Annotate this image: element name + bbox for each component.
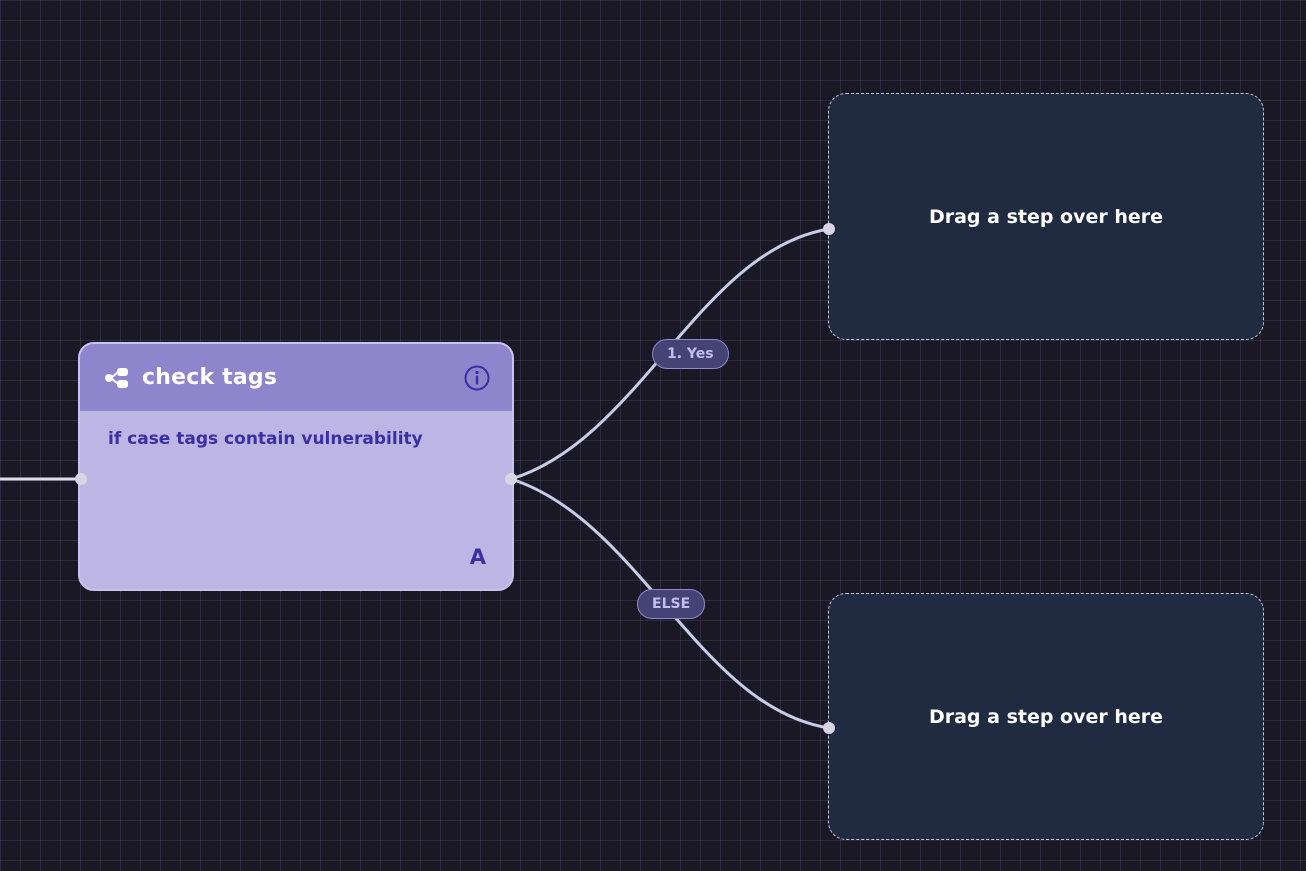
node-title: check tags [142, 365, 278, 390]
node-output-handle[interactable] [505, 473, 517, 485]
dropzone-else[interactable]: Drag a step over here [828, 593, 1264, 840]
node-tag: A [469, 545, 486, 569]
info-icon[interactable] [464, 365, 490, 391]
dropzone-yes[interactable]: Drag a step over here [828, 93, 1264, 340]
node-header[interactable]: check tags [80, 344, 512, 411]
edge-label-yes[interactable]: 1. Yes [652, 339, 729, 369]
dropzone-text: Drag a step over here [928, 705, 1164, 728]
edge-label-else[interactable]: ELSE [637, 589, 706, 619]
dropzone-text: Drag a step over here [928, 205, 1164, 228]
node-condition: if case tags contain vulnerability [108, 429, 423, 449]
dropzone-else-handle[interactable] [823, 722, 835, 734]
branch-icon [104, 367, 130, 389]
node-input-handle[interactable] [75, 473, 87, 485]
condition-node[interactable]: check tags if case tags contain vulnerab… [78, 342, 514, 591]
dropzone-yes-handle[interactable] [823, 223, 835, 235]
